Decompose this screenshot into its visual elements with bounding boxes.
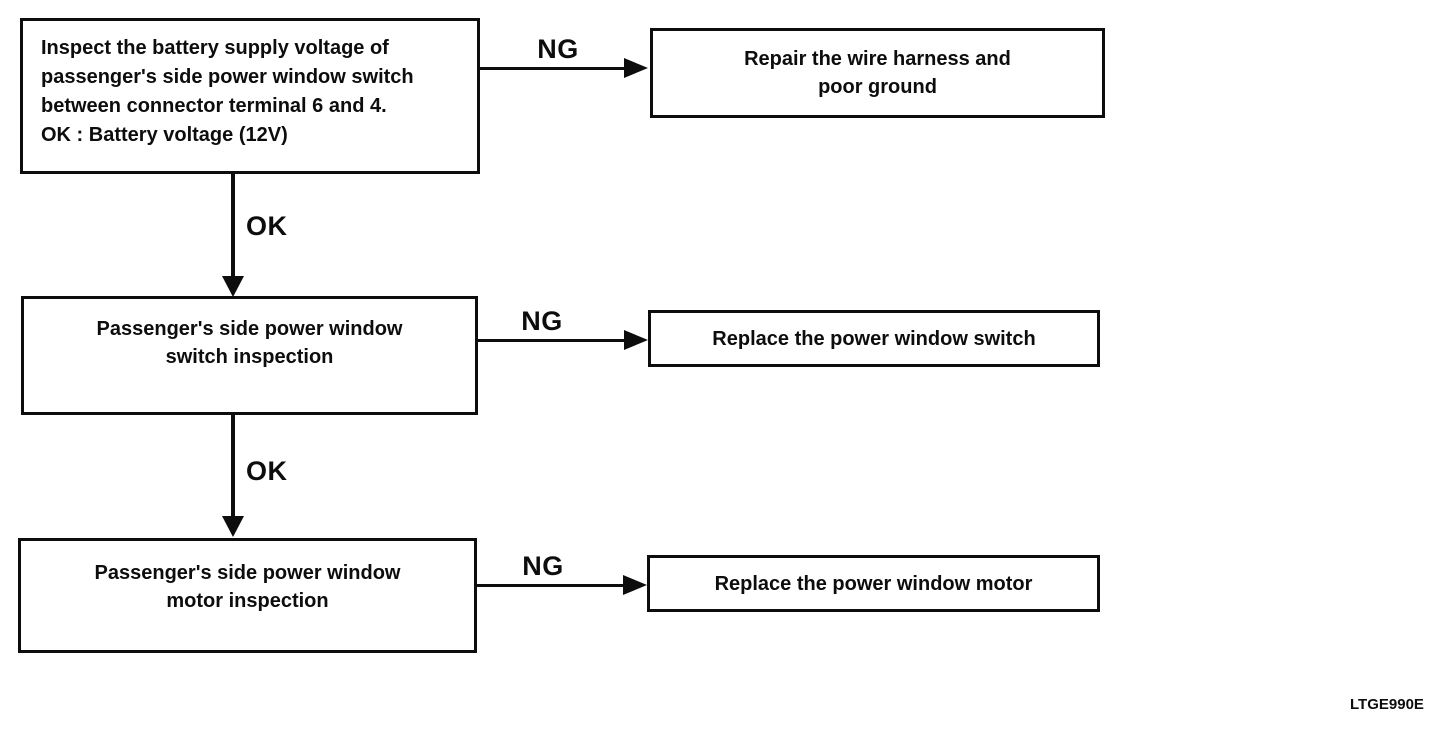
ng1-label: NG — [537, 34, 579, 64]
ng3-arrow-right-icon — [623, 575, 647, 595]
step1-text-line1: Inspect the battery supply voltage of — [41, 37, 389, 59]
step1-text-line3: between connector terminal 6 and 4. — [41, 95, 387, 117]
ok2-label: OK — [246, 456, 288, 486]
ok1-arrow-down-icon — [222, 276, 244, 297]
box-switch-inspection: Passenger's side power window switch ins… — [21, 296, 478, 415]
box-inspect-battery-voltage: Inspect the battery supply voltage of pa… — [20, 18, 480, 174]
ok2-arrow-down-icon — [222, 516, 244, 537]
ng3-connector-line — [477, 584, 625, 587]
ng2-label: NG — [521, 306, 563, 336]
box-repair-wire-harness: Repair the wire harness and poor ground — [650, 28, 1105, 118]
ng3-label: NG — [522, 551, 564, 581]
step3-text-line1: Passenger's side power window — [94, 561, 401, 584]
ok1-label: OK — [246, 211, 288, 241]
ng2-connector-line — [478, 339, 626, 342]
box-replace-switch: Replace the power window switch — [648, 310, 1100, 367]
action1-text-line2: poor ground — [818, 76, 937, 98]
action1-text-line1: Repair the wire harness and — [744, 48, 1011, 70]
step3-text-line2: motor inspection — [166, 589, 329, 612]
step2-text-line1: Passenger's side power window — [96, 317, 403, 340]
ok1-connector-line — [231, 173, 235, 279]
ok2-connector-line — [231, 415, 235, 519]
figure-code: LTGE990E — [1350, 696, 1424, 713]
step1-text-line4: OK : Battery voltage (12V) — [41, 124, 288, 146]
step1-text-line2: passenger's side power window switch — [41, 66, 414, 88]
action2-text-line1: Replace the power window switch — [712, 327, 1036, 350]
action3-text-line1: Replace the power window motor — [714, 572, 1033, 595]
step2-text-line2: switch inspection — [165, 345, 334, 368]
box-motor-inspection: Passenger's side power window motor insp… — [18, 538, 477, 653]
ng1-connector-line — [480, 67, 626, 70]
ng1-arrow-right-icon — [624, 58, 648, 78]
ng2-arrow-right-icon — [624, 330, 648, 350]
box-replace-motor: Replace the power window motor — [647, 555, 1100, 612]
